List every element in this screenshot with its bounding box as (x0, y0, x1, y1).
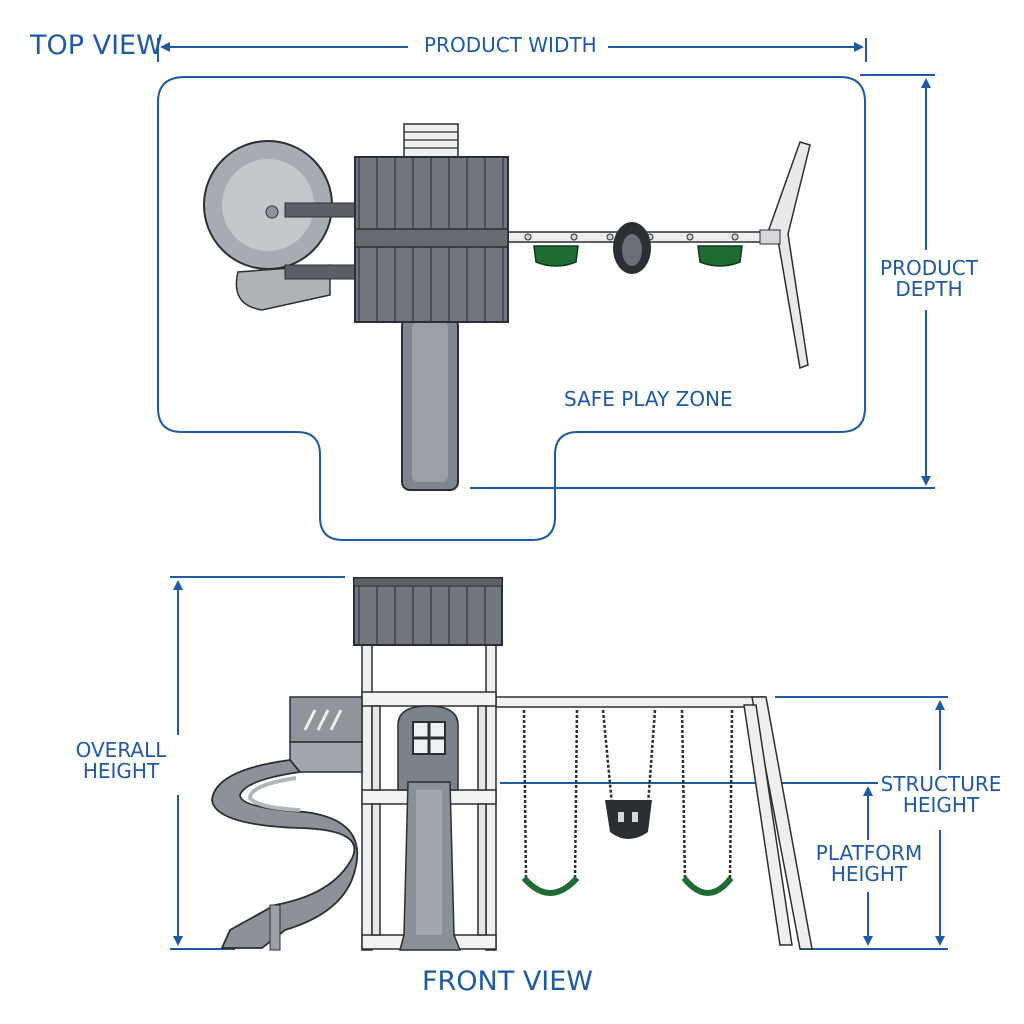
front-view-title: FRONT VIEW (422, 966, 594, 997)
window-panel (397, 705, 459, 791)
platform-height-label-line2: HEIGHT (830, 862, 908, 886)
overall-height-label: OVERALL HEIGHT (66, 740, 176, 782)
platform-height-dimension (500, 782, 878, 946)
front-view (170, 576, 948, 951)
a-frame-front (743, 696, 813, 950)
straight-slide-front (399, 781, 462, 951)
swing-beam-front (494, 696, 766, 708)
overall-height-dimension (170, 576, 345, 950)
ladder-top (403, 123, 459, 159)
safe-play-zone-label: SAFE PLAY ZONE (564, 387, 733, 411)
overall-height-label-line1: OVERALL (75, 738, 167, 762)
product-width-dimension (157, 38, 867, 62)
product-width-label: PRODUCT WIDTH (424, 33, 597, 57)
swing-chains (522, 709, 734, 881)
overall-height-label-line2: HEIGHT (82, 759, 160, 783)
swing-seat-front-right (681, 876, 734, 896)
structure-height-label: STRUCTURE HEIGHT (878, 774, 1004, 816)
roof-top-view (354, 156, 509, 323)
a-frame-top (759, 141, 811, 370)
roof-front-view (353, 577, 503, 646)
swing-seat-top-right (697, 245, 743, 267)
product-depth-label-line2: DEPTH (895, 277, 963, 301)
structure-height-label-line1: STRUCTURE (880, 772, 1002, 796)
tower-frame-front (361, 644, 497, 951)
structure-height-dimension (775, 696, 948, 950)
product-depth-dimension (470, 74, 935, 489)
swing-seat-front-left (521, 875, 580, 896)
spiral-slide-front (211, 696, 363, 951)
safe-play-zone-outline (157, 76, 866, 541)
product-depth-label: PRODUCT DEPTH (876, 258, 982, 300)
platform-height-label: PLATFORM HEIGHT (810, 843, 928, 885)
toddler-swing-top (613, 222, 651, 274)
top-view (157, 38, 935, 541)
swing-seat-top-left (533, 245, 579, 267)
spiral-slide-top (203, 140, 358, 311)
structure-height-label-line2: HEIGHT (902, 793, 980, 817)
top-view-title: TOP VIEW (30, 30, 163, 61)
platform-height-label-line1: PLATFORM (815, 841, 923, 865)
product-depth-label-line1: PRODUCT (880, 256, 978, 280)
toddler-swing-front (605, 800, 652, 839)
